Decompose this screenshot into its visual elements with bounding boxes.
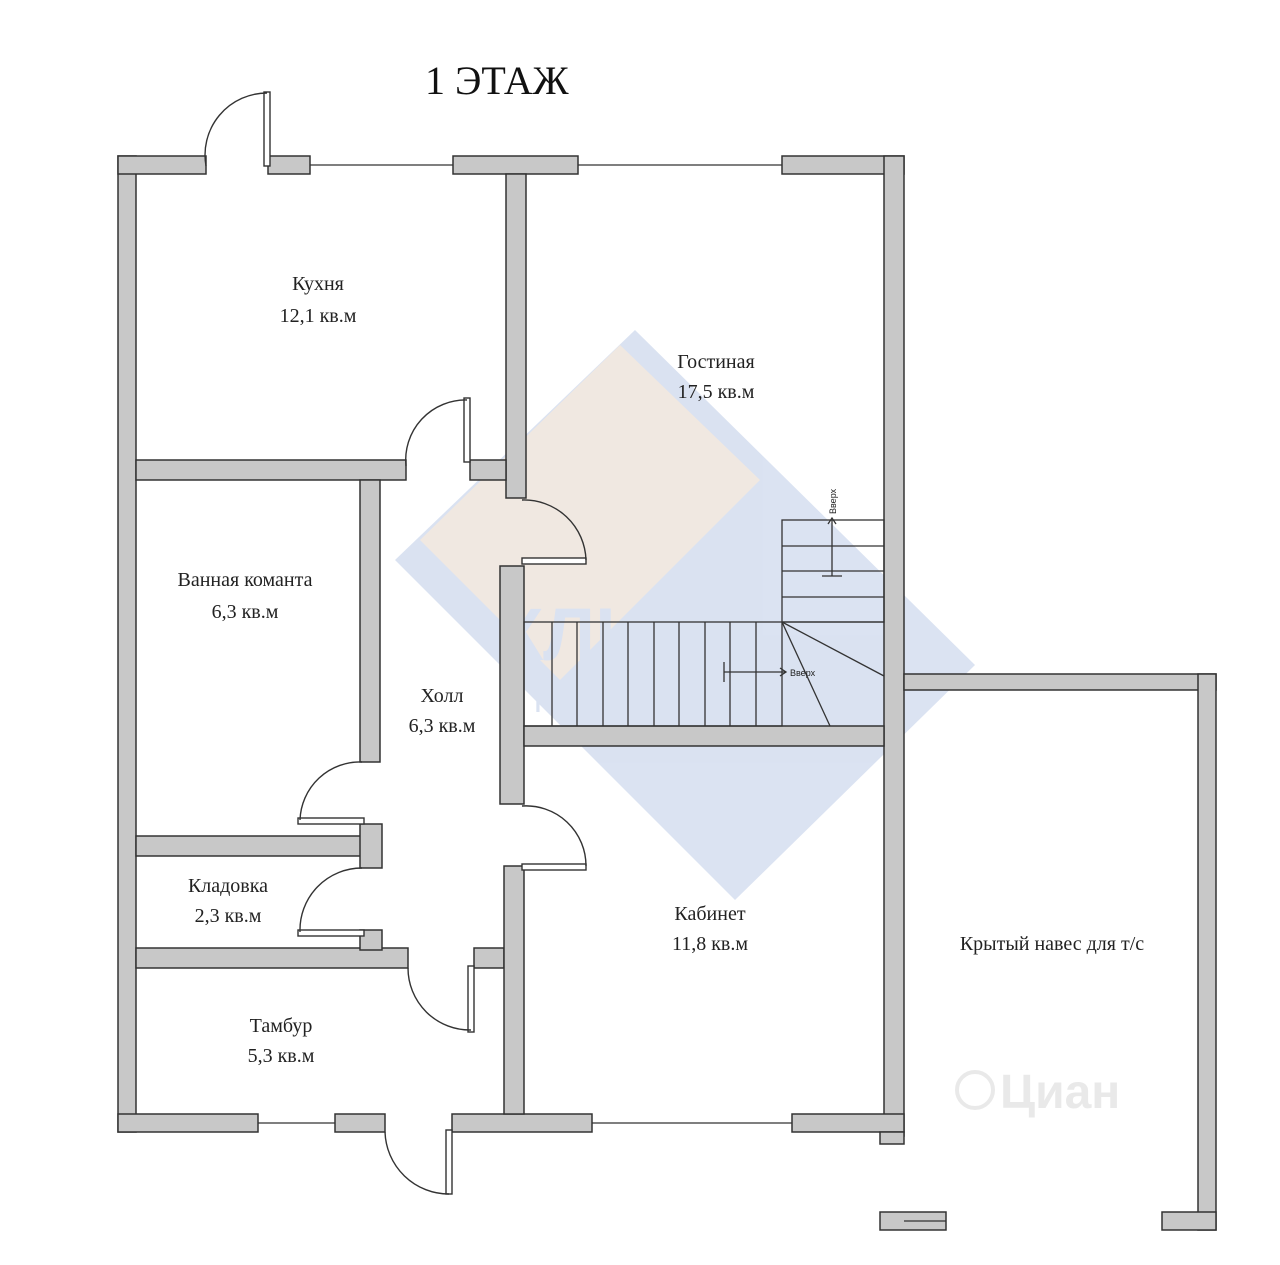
room-vestibule-name: Тамбур	[250, 1015, 313, 1037]
watermark-site: Циан	[1000, 1066, 1120, 1119]
exterior-walls	[117, 155, 1217, 1231]
room-bathroom-name: Ванная команта	[178, 569, 313, 591]
stair-up-label-upper: Вверх	[828, 488, 838, 514]
interior-walls	[135, 173, 885, 1115]
windows	[258, 155, 946, 1222]
room-living-area: 17,5 кв.м	[678, 381, 755, 403]
room-pantry-area: 2,3 кв.м	[195, 905, 262, 927]
watermark-subtitle: АГЕНТСТВО	[505, 692, 765, 717]
stair-up-label-lower: Вверх	[790, 668, 816, 678]
floor-title: 1 ЭТАЖ	[425, 58, 569, 103]
room-kitchen-name: Кухня	[292, 273, 344, 295]
room-office-area: 11,8 кв.м	[672, 933, 748, 955]
room-hall-name: Холл	[421, 685, 464, 707]
room-pantry-name: Кладовка	[188, 875, 268, 897]
room-carport-name: Крытый навес для т/с	[960, 933, 1144, 955]
room-labels: Кухня 12,1 кв.м Гостиная 17,5 кв.м Ванна…	[178, 273, 1145, 1067]
staircase: Вверх Вверх	[523, 488, 885, 727]
room-kitchen-area: 12,1 кв.м	[280, 305, 357, 327]
room-office-name: Кабинет	[674, 903, 745, 925]
doors	[204, 91, 587, 1195]
site-watermark: Циан	[955, 1066, 1120, 1119]
room-bathroom-area: 6,3 кв.м	[212, 601, 279, 623]
room-hall-area: 6,3 кв.м	[409, 715, 476, 737]
room-living-name: Гостиная	[677, 351, 754, 373]
watermark-brand: КЛЮЧ	[498, 593, 722, 676]
room-vestibule-area: 5,3 кв.м	[248, 1045, 315, 1067]
